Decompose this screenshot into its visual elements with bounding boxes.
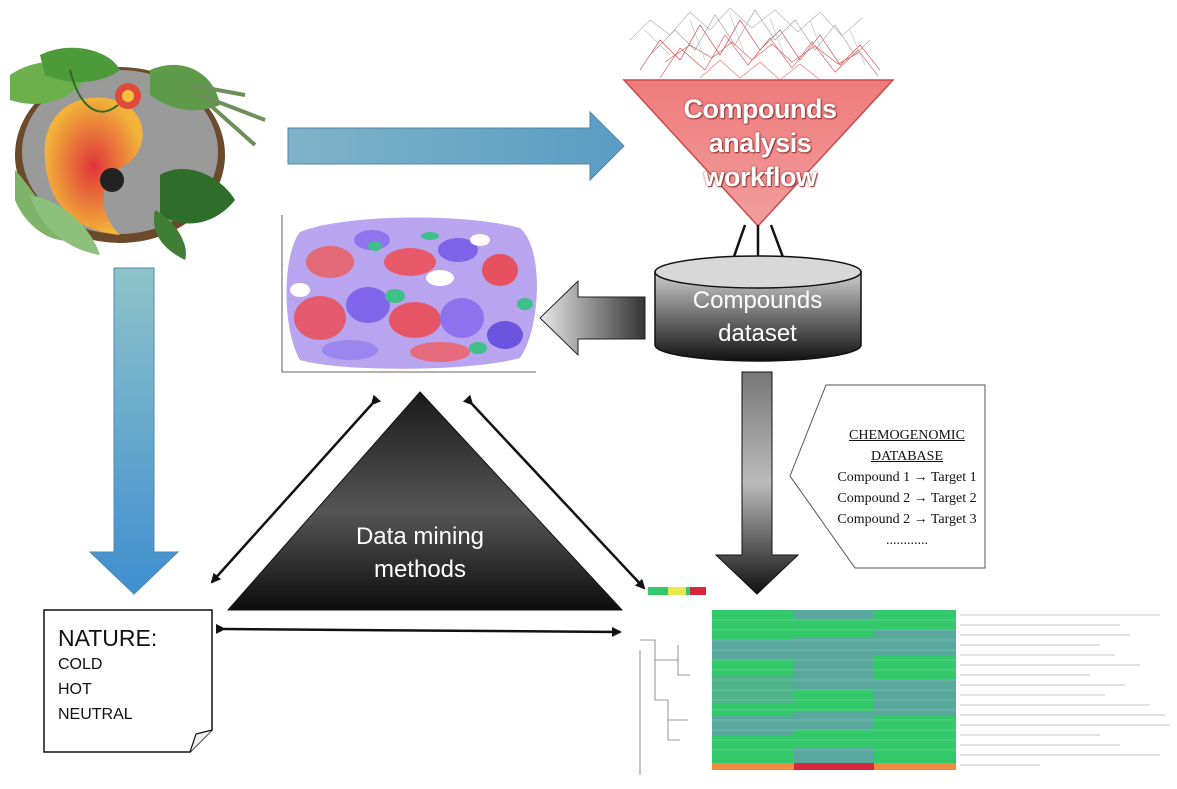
data-mining-label: Data mining methods: [320, 520, 520, 586]
arrow-dataset-to-scatter: [539, 279, 646, 357]
arrow-dataset-to-heatmap: [714, 371, 800, 595]
molecule-cloud-icon: [629, 7, 881, 81]
chemogenomic-row-1: Compound 1 → Target 1: [837, 470, 977, 485]
scatter-plot-thumbnail: [281, 215, 537, 378]
nature-item-hot: HOT: [58, 681, 92, 698]
dataset-label-line-1: Compounds: [692, 287, 823, 314]
arrow-herbs-to-nature: [88, 267, 180, 595]
heatmap-thumbnail: [639, 587, 1170, 775]
nature-text: NATURE: COLD HOT NEUTRAL: [58, 624, 157, 727]
herbs-yin-yang-image: [10, 47, 266, 260]
dataset-label-line-2: dataset: [718, 320, 797, 347]
arrow-herbs-to-workflow: [287, 110, 625, 182]
chemogenomic-title-line-1: CHEMOGENOMIC: [849, 428, 965, 443]
chemogenomic-database-text: CHEMOGENOMIC DATABASE Compound 1 → Targe…: [828, 425, 986, 551]
dataset-label: Compounds dataset: [655, 284, 860, 350]
nature-note-card: [43, 609, 213, 753]
nature-title: NATURE:: [58, 625, 158, 651]
chemogenomic-row-2: Compound 2 → Target 2: [837, 491, 977, 506]
funnel-label-line-1: Compounds: [683, 94, 837, 124]
compounds-dataset-cylinder: [654, 255, 862, 362]
nature-item-neutral: NEUTRAL: [58, 706, 133, 723]
compounds-workflow-funnel: [622, 79, 895, 228]
nature-item-cold: COLD: [58, 656, 103, 673]
data-mining-label-line-1: Data mining: [355, 523, 485, 550]
bidirectional-arrows: [210, 394, 646, 637]
chemogenomic-ellipsis: ............: [886, 533, 928, 548]
chemogenomic-title-line-2: DATABASE: [871, 449, 943, 464]
chemogenomic-callout: [789, 384, 986, 569]
funnel-label-line-3: workflow: [703, 162, 817, 192]
data-mining-label-line-2: methods: [373, 556, 467, 583]
chemogenomic-row-3: Compound 2 → Target 3: [837, 512, 977, 527]
funnel-label-line-2: analysis: [708, 128, 812, 158]
funnel-label: Compounds analysis workflow: [640, 92, 880, 194]
